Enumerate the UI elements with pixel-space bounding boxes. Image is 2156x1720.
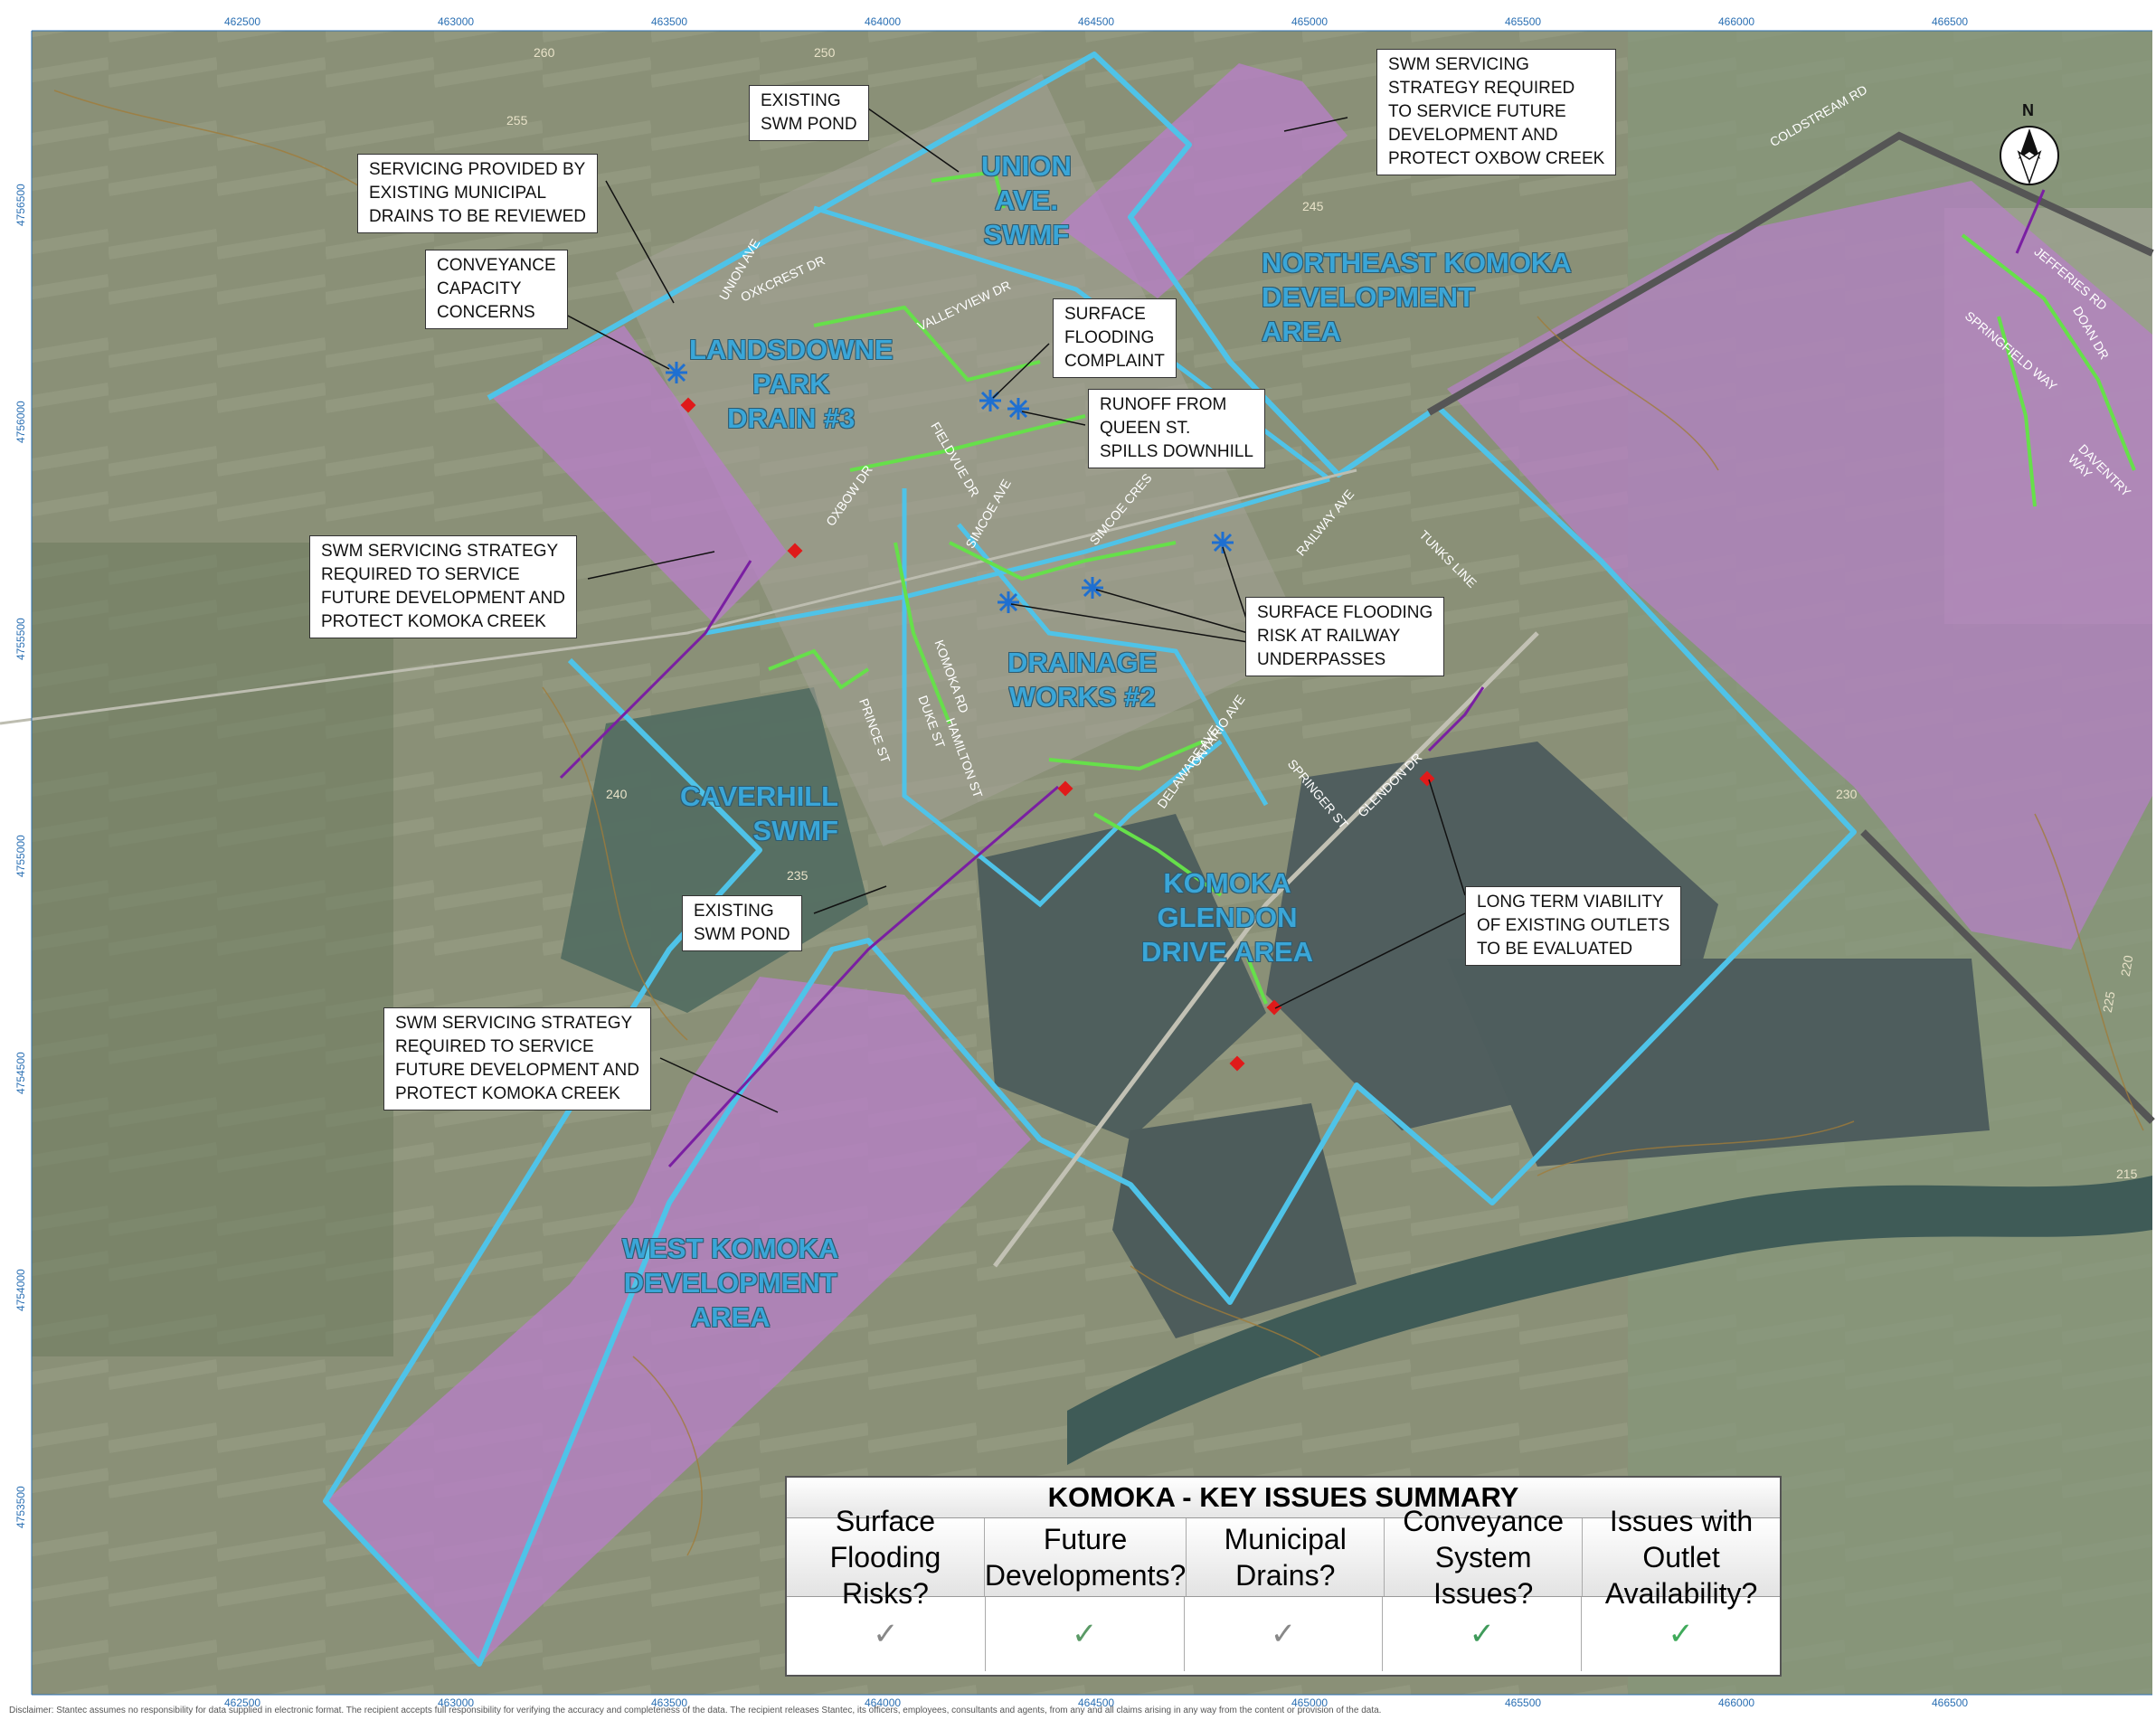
check-icon: ✓ (1383, 1597, 1583, 1671)
y-tick-2: 4756000 (14, 401, 27, 443)
x-tick-bottom-8: 466000 (1718, 1696, 1755, 1709)
contour-label-4: 245 (1302, 199, 1324, 213)
north-label: N (2022, 101, 2034, 119)
river (1067, 1176, 2152, 1465)
rail-line (1427, 131, 2154, 416)
label-drainage-works: DRAINAGE WORKS #2 (1007, 647, 1158, 713)
check-icon: ✓ (986, 1597, 1185, 1671)
storm-network (768, 169, 2136, 1005)
x-tick-bottom-6: 465000 (1291, 1696, 1329, 1709)
contour-label-3: 250 (814, 45, 836, 60)
west-development-area (326, 977, 1031, 1664)
callout-surface-complaint: SURFACE FLOODING COMPLAINT (1053, 298, 1177, 378)
check-icon: ✓ (787, 1597, 986, 1671)
y-tick-3: 4755500 (14, 618, 27, 660)
label-northeast-komoka: NORTHEAST KOMOKA DEVELOPMENT AREA (1262, 247, 1572, 347)
y-tick-7: 4753500 (14, 1486, 27, 1528)
key-issues-summary: KOMOKA - KEY ISSUES SUMMARY Surface Floo… (785, 1476, 1782, 1677)
south-pond (1112, 1103, 1357, 1338)
callout-oxbow: SWM SERVICING STRATEGY REQUIRED TO SERVI… (1376, 49, 1617, 175)
y-tick-1: 4756500 (14, 184, 27, 226)
outlet-markers (680, 397, 1435, 1072)
x-tick-top-4: 464000 (865, 15, 902, 28)
northeast-development-area (1058, 63, 1348, 298)
municipal-drain-2 (559, 560, 752, 780)
summary-header-future: Future Developments? (985, 1518, 1187, 1596)
x-tick-bottom-7: 465500 (1505, 1696, 1542, 1709)
west-forest (32, 543, 393, 1356)
callout-runoff: RUNOFF FROM QUEEN ST. SPILLS DOWNHILL (1088, 389, 1265, 468)
contour-label-1: 260 (534, 45, 555, 60)
x-tick-top-2: 463000 (438, 15, 475, 28)
summary-header-surface: Surface Flooding Risks? (787, 1505, 985, 1610)
north-arrow: N (1993, 101, 2066, 192)
label-glendon-drive: KOMOKA GLENDON DRIVE AREA (1141, 867, 1314, 968)
check-icon: ✓ (1185, 1597, 1384, 1671)
check-icon: ✓ (1668, 1617, 1694, 1651)
callout-komoka-creek-2: SWM SERVICING STRATEGY REQUIRED TO SERVI… (383, 1007, 651, 1110)
callout-komoka-creek-1: SWM SERVICING STRATEGY REQUIRED TO SERVI… (309, 535, 577, 638)
x-tick-bottom-9: 466500 (1932, 1696, 1969, 1709)
x-tick-bottom-5: 464500 (1078, 1696, 1115, 1709)
summary-header-outlet: Issues with Outlet Availability? (1604, 1505, 1758, 1610)
compass-icon (2000, 126, 2059, 185)
callout-conveyance: CONVEYANCE CAPACITY CONCERNS (425, 250, 568, 329)
callout-outlets: LONG TERM VIABILITY OF EXISTING OUTLETS … (1465, 886, 1682, 966)
summary-header-municipal: Municipal Drains? (1187, 1518, 1385, 1596)
glendon-road (993, 631, 1539, 1268)
label-west-komoka: WEST KOMOKA DEVELOPMENT AREA (622, 1233, 839, 1333)
grid-lines (31, 30, 2152, 1696)
southeast-pond (1447, 959, 1990, 1167)
railway-corridor (0, 468, 1357, 725)
x-tick-top-8: 466000 (1718, 15, 1755, 28)
callout-existing-pond-2: EXISTING SWM POND (682, 895, 802, 951)
municipal-drain-4 (2015, 189, 2046, 254)
summary-header-row: Surface Flooding Risks? Future Developme… (787, 1505, 1780, 1610)
contour-label-10: 215 (2116, 1167, 2138, 1181)
contour-label-2: 255 (506, 113, 528, 128)
internal-boundary-4 (957, 523, 1269, 807)
disclaimer: Disclaimer: Stantec assumes no responsib… (9, 1706, 1382, 1715)
contour-label-7: 230 (1836, 787, 1858, 801)
municipal-drain-1 (667, 785, 1059, 1168)
callout-railway: SURFACE FLOODING RISK AT RAILWAY UNDERPA… (1245, 597, 1445, 676)
east-development-area (1447, 181, 2152, 950)
x-tick-bottom-2: 463000 (438, 1696, 475, 1709)
callout-municipal-drains: SERVICING PROVIDED BY EXISTING MUNICIPAL… (357, 154, 599, 233)
x-tick-bottom-3: 463500 (651, 1696, 688, 1709)
study-boundary (323, 52, 1857, 1667)
x-tick-top-6: 465000 (1291, 15, 1329, 28)
contour-label-5: 240 (606, 787, 628, 801)
label-caverhill: CAVERHILL SWMF (680, 780, 839, 846)
contours (53, 90, 2144, 1556)
x-tick-top-9: 466500 (1932, 15, 1969, 28)
x-tick-top-3: 463500 (651, 15, 688, 28)
summary-header-conveyance: Conveyance System Issues? (1385, 1505, 1584, 1610)
internal-boundary-3 (902, 488, 1223, 908)
summary-value-row: ✓ ✓ ✓ ✓ ✓ (787, 1597, 1780, 1671)
x-tick-top-7: 465500 (1505, 15, 1542, 28)
town-area (615, 73, 1310, 847)
x-tick-top-5: 464500 (1078, 15, 1115, 28)
internal-boundary-2 (704, 477, 1330, 636)
landsdowne-development-area (493, 326, 787, 624)
x-tick-bottom-1: 462500 (224, 1696, 261, 1709)
y-tick-5: 4754500 (14, 1052, 27, 1094)
callout-leaders (560, 108, 1466, 1113)
flood-markers (666, 362, 1234, 613)
label-landsdowne: LANDSDOWNE PARK DRAIN #3 (689, 334, 894, 434)
callout-existing-pond-1: EXISTING SWM POND (749, 85, 869, 141)
rail-line-south (1860, 829, 2155, 1124)
x-tick-top-1: 462500 (224, 15, 261, 28)
municipal-drain-3 (1427, 686, 1485, 752)
label-union-ave-swmf: UNION AVE. SWMF (981, 150, 1072, 250)
y-tick-4: 4755000 (14, 835, 27, 877)
x-tick-bottom-4: 464000 (865, 1696, 902, 1709)
y-tick-6: 4754000 (14, 1269, 27, 1311)
contour-label-6: 235 (787, 868, 808, 883)
summary-title: KOMOKA - KEY ISSUES SUMMARY (787, 1478, 1780, 1518)
